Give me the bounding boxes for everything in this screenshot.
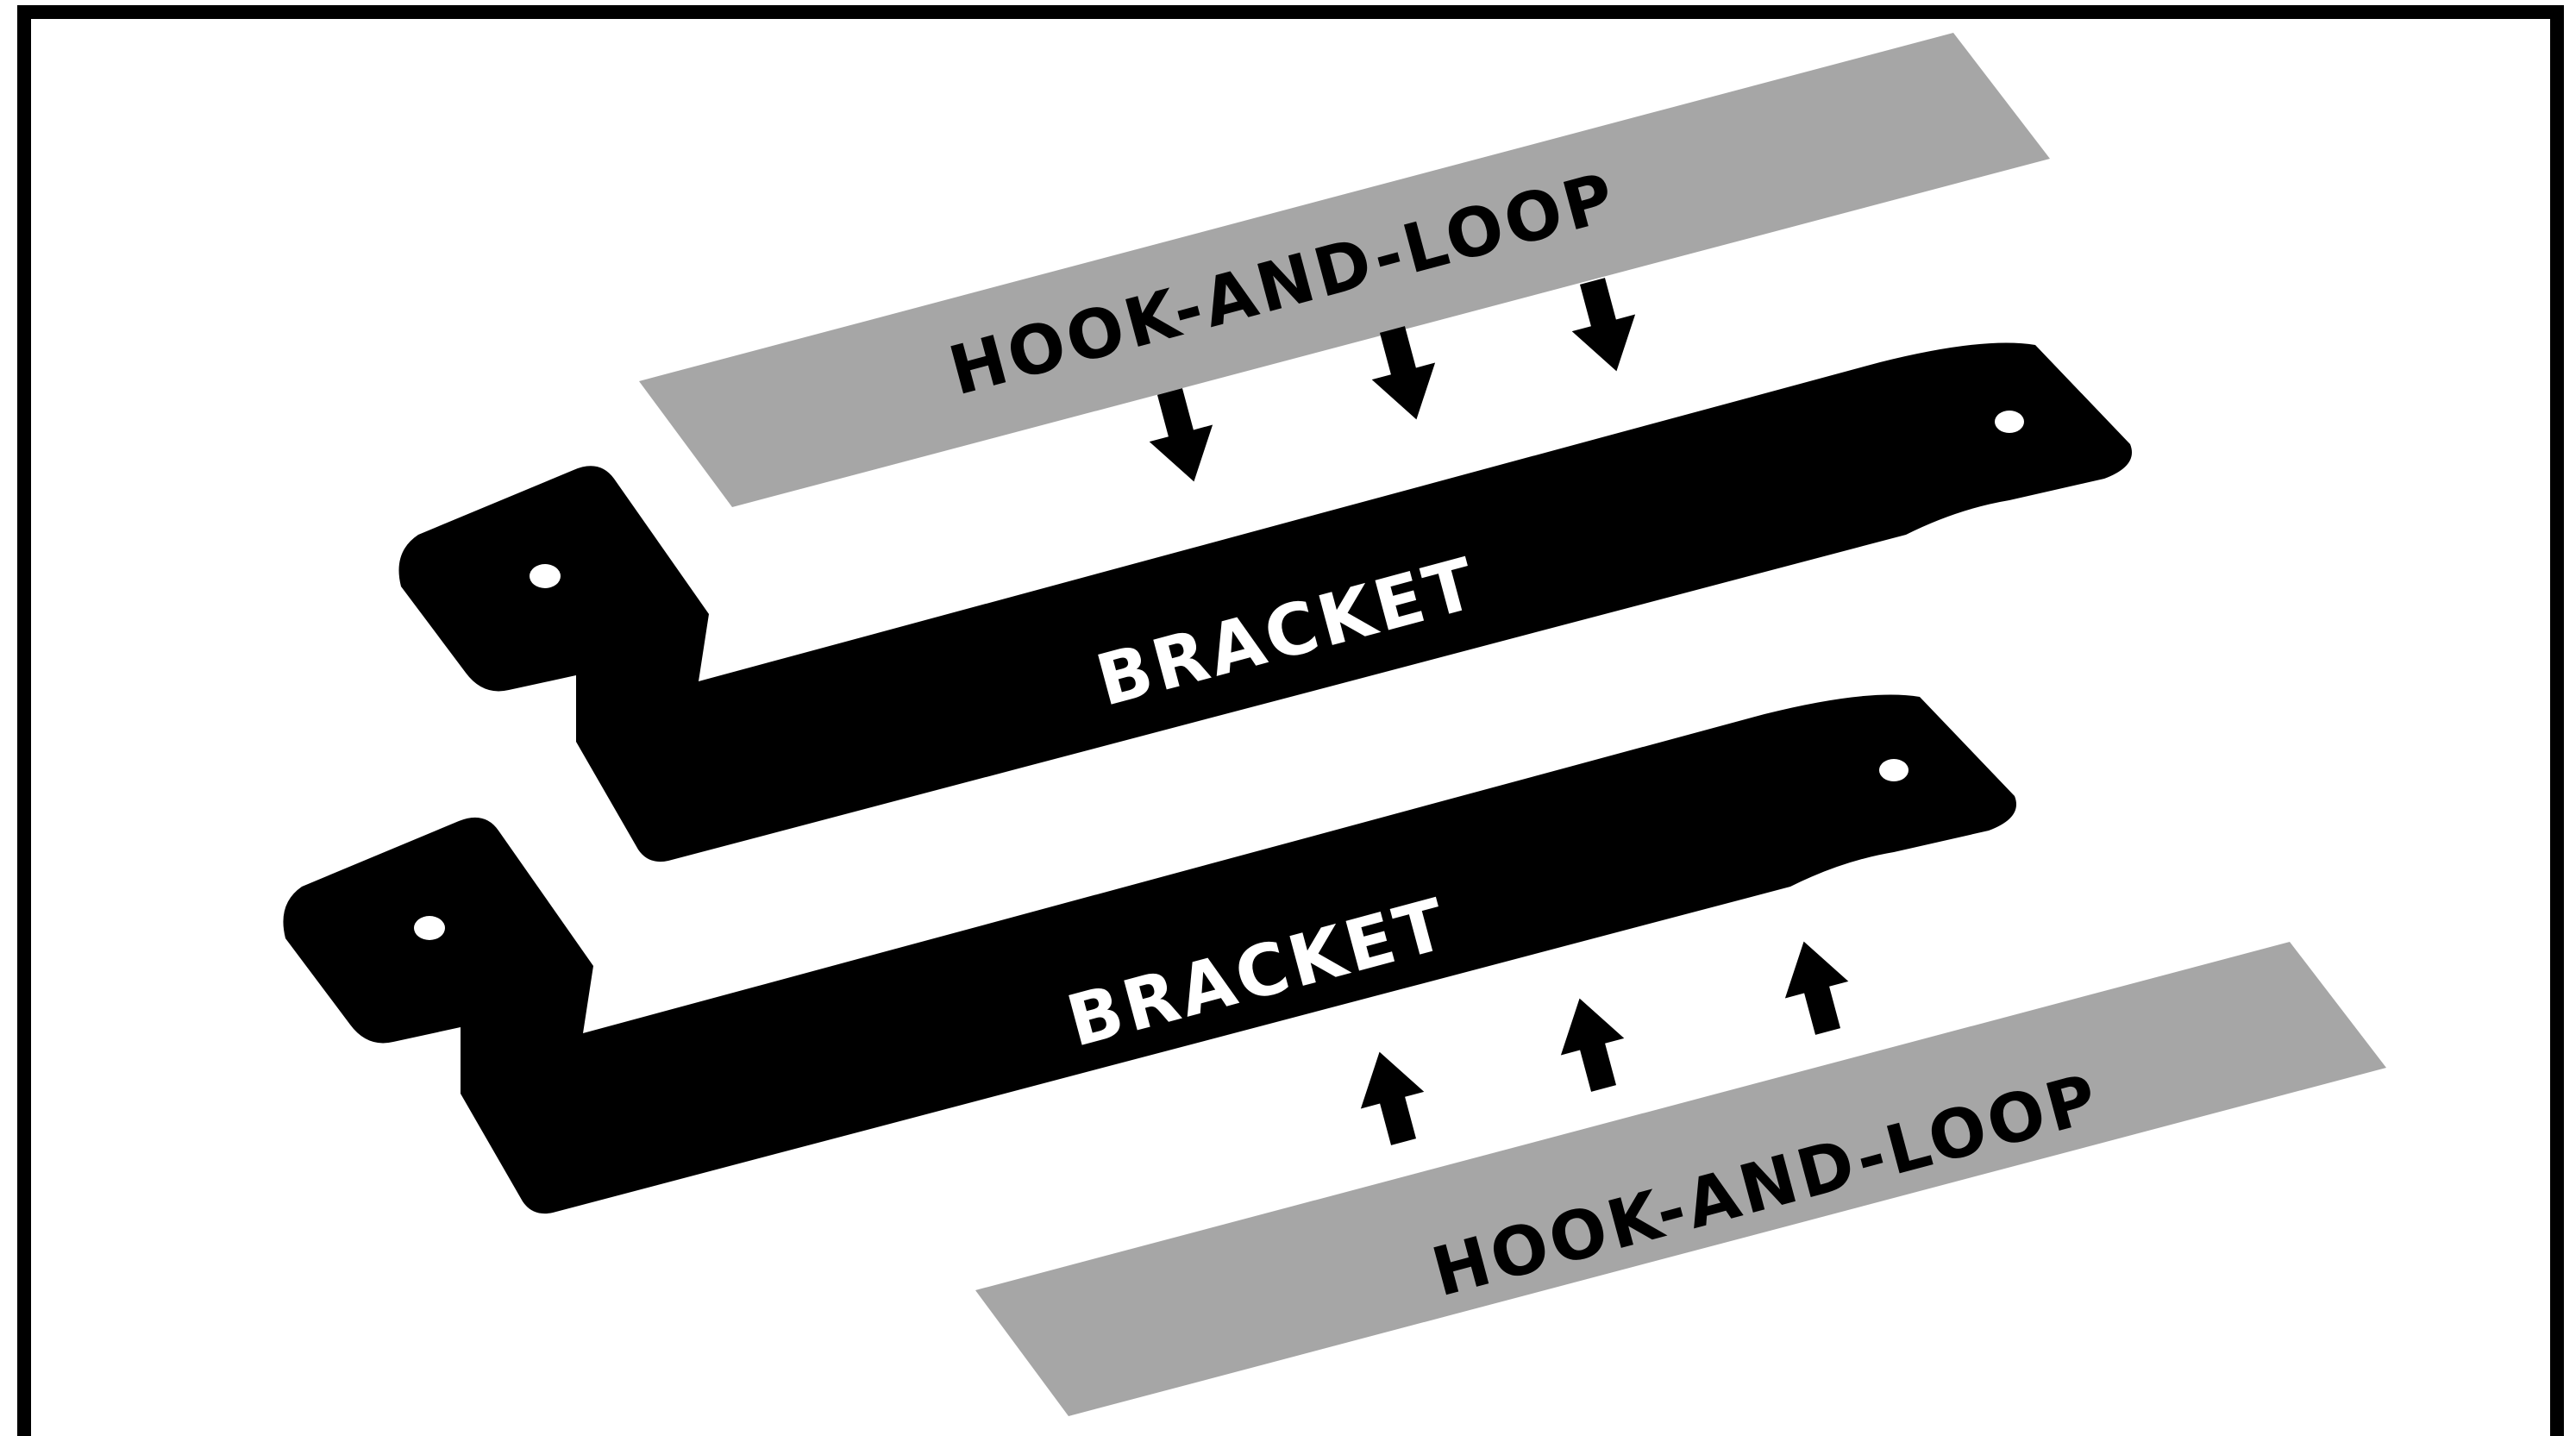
arrow-down-icon (1571, 278, 1636, 372)
bottom-bracket-hole-left (414, 916, 445, 940)
bottom-bracket-shape (283, 694, 2016, 1214)
top-bracket-shape (398, 342, 2132, 862)
bottom-bracket-hole-right (1879, 759, 1908, 781)
top-bracket-hole-right (1995, 411, 2024, 433)
arrow-down-icon (1371, 326, 1436, 420)
top-strip-shape (639, 33, 2050, 507)
arrow-up-icon (1784, 941, 1849, 1035)
top-arrows (1149, 278, 1636, 482)
top-bracket-hole-left (530, 564, 561, 588)
arrow-up-icon (1360, 1051, 1425, 1145)
bottom-strip-shape (975, 942, 2386, 1416)
arrow-up-icon (1560, 998, 1625, 1092)
bottom-arrows (1360, 941, 1849, 1145)
arrow-down-icon (1149, 388, 1213, 482)
